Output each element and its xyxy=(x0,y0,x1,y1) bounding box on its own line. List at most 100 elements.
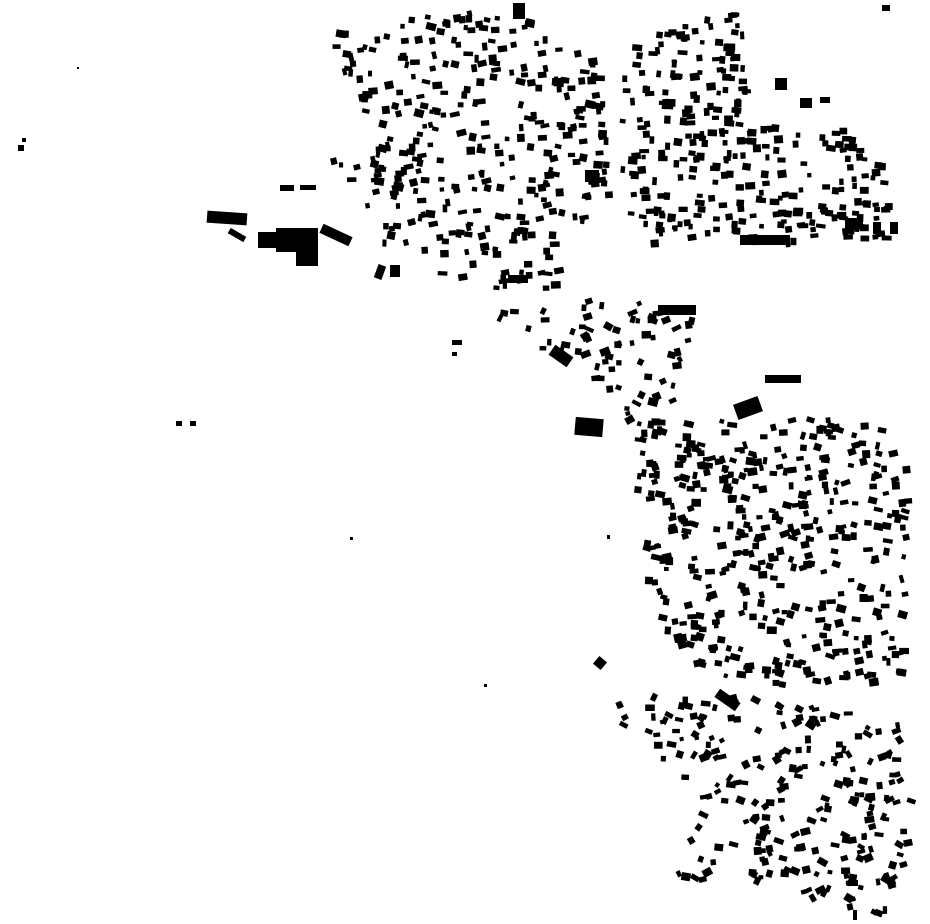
building xyxy=(417,213,423,222)
building xyxy=(801,634,807,639)
building xyxy=(747,549,755,558)
building xyxy=(873,462,882,468)
building xyxy=(560,341,571,349)
building xyxy=(481,134,491,140)
building xyxy=(825,144,837,152)
building xyxy=(542,285,550,291)
building xyxy=(771,668,780,674)
building xyxy=(416,131,424,138)
building xyxy=(517,100,525,109)
building xyxy=(693,659,703,668)
building xyxy=(642,130,651,139)
building xyxy=(659,719,665,725)
building xyxy=(416,93,425,100)
building xyxy=(629,97,636,106)
building xyxy=(484,225,491,233)
building xyxy=(850,432,858,439)
building xyxy=(631,399,642,408)
building xyxy=(851,501,859,506)
building xyxy=(804,606,813,613)
building xyxy=(679,474,684,480)
building xyxy=(779,814,786,823)
building xyxy=(739,31,745,40)
building xyxy=(820,97,830,103)
building xyxy=(686,835,696,845)
building xyxy=(806,489,812,496)
building xyxy=(422,123,428,129)
building xyxy=(190,421,196,426)
building xyxy=(693,133,702,140)
building xyxy=(664,103,674,110)
building xyxy=(806,745,812,754)
building xyxy=(634,437,640,442)
building xyxy=(436,233,444,241)
building xyxy=(861,156,868,162)
building xyxy=(643,220,649,228)
building xyxy=(766,849,773,857)
building xyxy=(765,154,770,161)
building xyxy=(535,215,545,223)
building xyxy=(750,694,762,705)
building xyxy=(811,706,820,713)
building xyxy=(647,315,657,324)
building xyxy=(867,496,878,505)
building xyxy=(858,776,869,785)
building xyxy=(893,771,901,778)
building xyxy=(740,759,751,770)
building xyxy=(764,672,770,679)
building xyxy=(765,375,801,383)
building xyxy=(475,20,484,29)
building xyxy=(534,192,539,198)
building xyxy=(758,189,764,196)
building xyxy=(705,583,713,589)
building xyxy=(718,202,728,209)
building xyxy=(581,304,587,312)
building xyxy=(897,609,909,620)
building xyxy=(654,490,666,499)
building xyxy=(227,227,247,243)
building xyxy=(694,822,703,832)
building xyxy=(408,16,416,24)
building xyxy=(492,246,499,252)
building xyxy=(792,140,799,148)
building xyxy=(653,732,661,738)
building xyxy=(724,17,733,24)
building xyxy=(769,470,778,477)
building xyxy=(794,846,805,852)
building xyxy=(684,320,693,330)
building xyxy=(672,225,678,232)
building xyxy=(853,910,857,920)
building xyxy=(840,524,847,530)
building xyxy=(864,519,872,526)
building xyxy=(733,396,763,420)
building xyxy=(698,752,710,763)
building xyxy=(666,350,677,360)
building xyxy=(658,149,666,158)
building xyxy=(594,362,601,371)
building xyxy=(410,59,420,66)
building xyxy=(841,647,849,656)
building xyxy=(805,416,816,424)
building xyxy=(859,792,865,798)
building xyxy=(752,144,762,153)
building xyxy=(370,177,378,183)
building xyxy=(858,440,867,447)
building xyxy=(280,185,294,191)
building xyxy=(863,546,873,553)
building xyxy=(549,154,559,163)
building xyxy=(276,228,318,252)
building xyxy=(689,165,698,173)
building xyxy=(790,528,802,538)
building xyxy=(710,165,720,172)
building xyxy=(558,208,566,217)
building xyxy=(891,481,901,490)
building xyxy=(868,677,880,687)
building xyxy=(589,62,596,68)
building xyxy=(675,443,682,448)
building xyxy=(708,643,719,652)
building xyxy=(888,778,896,786)
building xyxy=(624,414,636,425)
building xyxy=(810,226,817,233)
building xyxy=(442,60,450,68)
building xyxy=(670,73,680,81)
